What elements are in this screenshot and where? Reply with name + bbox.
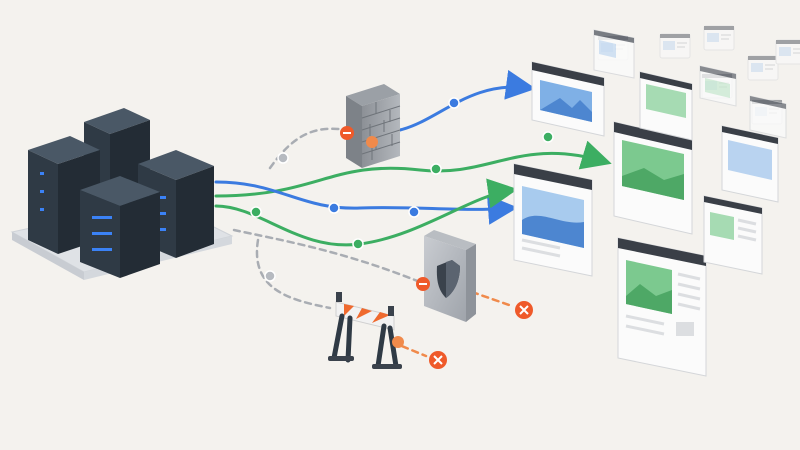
block-marker (416, 277, 430, 291)
block-marker (366, 136, 378, 148)
flow-blue-middle (214, 180, 518, 225)
web-page-2 (613, 121, 693, 342)
web-page-4 (617, 237, 707, 377)
web-page-3 (513, 163, 593, 277)
blocked-x-icon (515, 301, 533, 319)
block-marker (340, 126, 354, 140)
flow-gray-firewall (268, 127, 348, 170)
flow-gray-shield (232, 228, 422, 284)
server-rack-icon (80, 176, 160, 278)
flow-green-top (214, 140, 612, 198)
block-marker (392, 336, 404, 348)
small-windows (593, 29, 787, 275)
shield-icon (424, 230, 476, 322)
flow-gray-barrier (255, 238, 332, 310)
construction-barrier-icon (328, 292, 402, 369)
server-cluster (10, 108, 234, 280)
flow-blue-top (398, 69, 536, 132)
brick-wall-icon (346, 84, 401, 168)
blocked-x-icon (429, 351, 447, 369)
web-page-1 (531, 61, 605, 137)
allowed-flows (214, 69, 612, 250)
